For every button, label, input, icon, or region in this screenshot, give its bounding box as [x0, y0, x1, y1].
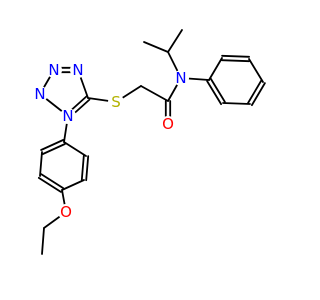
bond-line: [247, 79, 263, 104]
atom-label-background: [70, 62, 86, 78]
bond-line: [39, 151, 43, 177]
bond-line: [42, 143, 66, 155]
bond-line: [208, 57, 223, 81]
bond-line: [221, 54, 250, 58]
bond-line: [40, 139, 64, 151]
bond-line: [40, 173, 65, 190]
atom-label-background: [32, 86, 48, 102]
atom-label-background: [46, 62, 62, 78]
bond-line: [248, 58, 264, 83]
atom-label-tetrazole-n-top-left: N: [48, 61, 59, 79]
bond-line: [143, 41, 169, 53]
atom-label-background: [173, 70, 189, 86]
bond-line: [250, 82, 266, 107]
atom-label-carbonyl-o: O: [162, 115, 174, 133]
atom-label-amide-n: N: [175, 69, 186, 87]
bond-line: [37, 176, 62, 193]
atom-label-tetrazole-n-aryl: N: [62, 107, 73, 125]
bond-line: [167, 29, 183, 53]
bond-line: [209, 77, 226, 103]
atom-label-tetrazole-n-top-right: N: [72, 61, 83, 79]
bond-line: [80, 154, 85, 181]
bond-line: [221, 59, 250, 63]
bond-line: [222, 102, 251, 105]
bond-line: [140, 85, 169, 102]
bond-line: [41, 227, 45, 255]
bond-line: [206, 80, 223, 106]
atom-label-background: [108, 94, 124, 110]
atom-label-ether-o: O: [60, 203, 72, 221]
atom-label-thioether-s: S: [111, 93, 121, 111]
bond-line: [85, 155, 90, 182]
bond-line: [63, 141, 87, 157]
atom-label-tetrazole-n-left: N: [34, 85, 45, 103]
atom-label-background: [160, 116, 176, 132]
bond-line: [61, 179, 85, 191]
atom-label-background: [60, 108, 76, 124]
atom-label-background: [58, 204, 74, 220]
